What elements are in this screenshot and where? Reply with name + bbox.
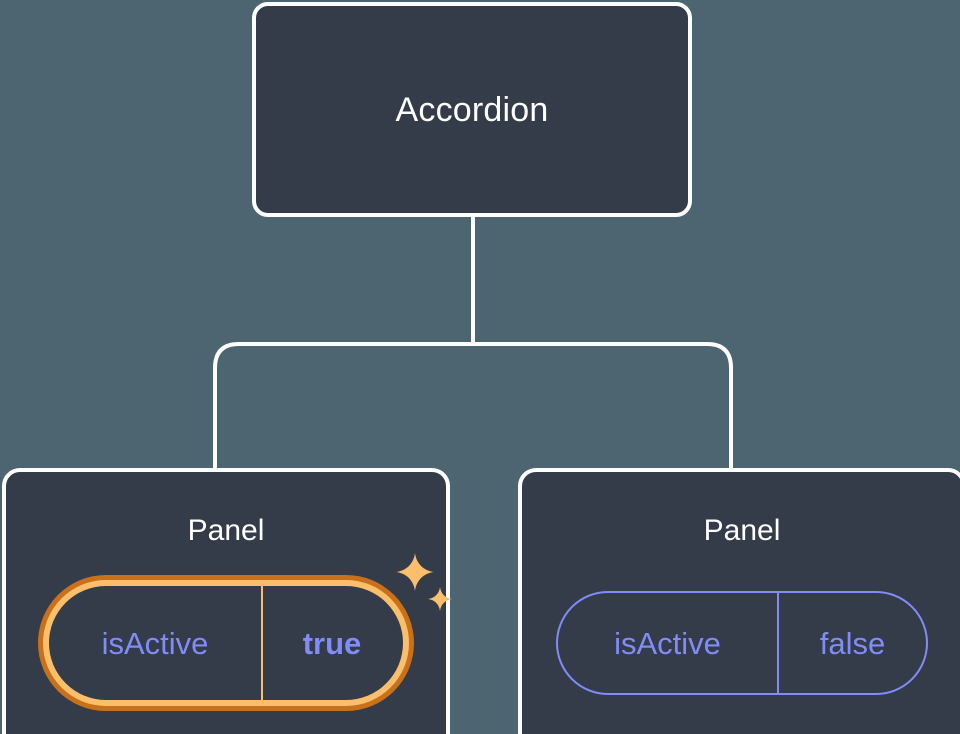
prop-value: false xyxy=(777,593,926,693)
prop-pill-isactive-true[interactable]: isActive true xyxy=(38,575,414,711)
node-title: Accordion xyxy=(395,90,549,129)
prop-key: isActive xyxy=(101,625,209,661)
tree-node-panel-inactive[interactable]: Panel isActive false xyxy=(518,468,960,734)
tree-node-accordion[interactable]: Accordion xyxy=(252,2,692,217)
prop-key: isActive xyxy=(614,625,721,661)
prop-value: true xyxy=(261,586,401,700)
pill-highlight-ring: isActive true xyxy=(43,580,409,706)
sparkle-icon xyxy=(396,553,434,591)
edge-bus-to-children xyxy=(213,342,733,470)
node-title: Panel xyxy=(187,514,265,547)
tree-node-panel-active[interactable]: Panel isActive true xyxy=(2,468,452,734)
prop-pill-wrapper: isActive false xyxy=(556,591,928,695)
node-title: Panel xyxy=(703,514,781,547)
prop-pill-isactive-false[interactable]: isActive false xyxy=(556,591,928,695)
prop-pill-wrapper: isActive true xyxy=(38,553,452,711)
pill-body: isActive true xyxy=(49,586,403,700)
sparkle-icon xyxy=(428,587,452,611)
